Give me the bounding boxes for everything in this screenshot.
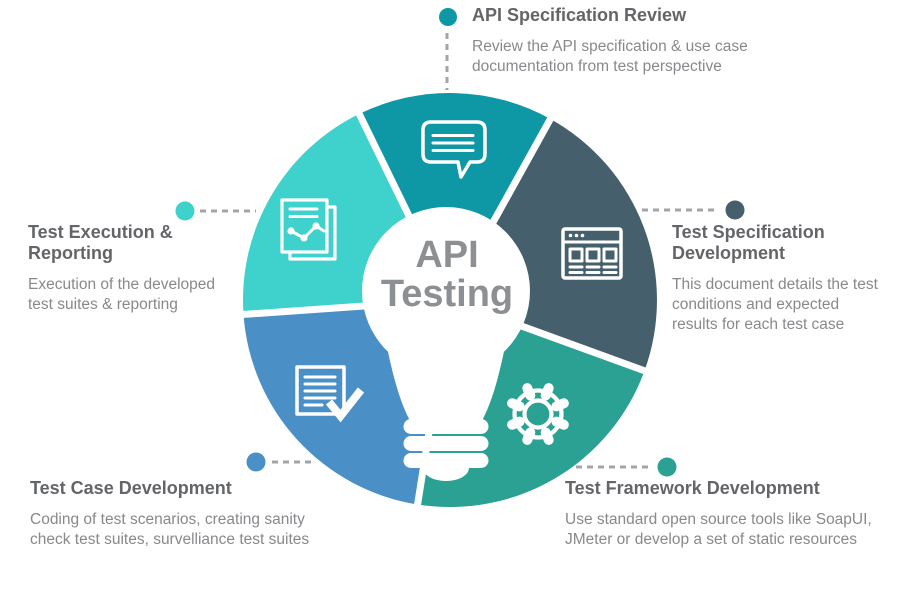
lightbulb: API Testing [362, 207, 530, 481]
callout-description: Review the API specification & use case … [472, 38, 748, 75]
callout-api-specification-review: API Specification Review Review the API … [472, 5, 802, 77]
callout-test-case-development: Test Case Development Coding of test sce… [30, 478, 360, 550]
callout-description: Use standard open source tools like Soap… [565, 511, 872, 548]
callout-title: Test Execution & Reporting [28, 222, 173, 263]
callout-test-execution-reporting: Test Execution & Reporting Execution of … [28, 222, 248, 315]
dot-test-framework-development [657, 457, 677, 477]
callout-description: This document details the test condition… [672, 276, 878, 333]
callout-title: API Specification Review [472, 5, 687, 25]
dot-api-specification-review [439, 8, 457, 26]
callout-title: Test Case Development [30, 478, 232, 498]
dot-test-specification-development [725, 200, 745, 220]
callout-description: Coding of test scenarios, creating sanit… [30, 511, 310, 548]
gear-icon [507, 383, 569, 445]
chat-bubble-icon [421, 120, 487, 179]
bulb-title-line1: API [415, 234, 478, 276]
dot-test-case-development [246, 452, 266, 472]
connectors [175, 8, 745, 477]
report-pages-icon [280, 198, 337, 261]
callout-title: Test Specification Development [672, 222, 825, 263]
callout-test-specification-development: Test Specification Development This docu… [672, 222, 900, 335]
browser-window-icon [561, 227, 623, 280]
document-check-icon [295, 365, 365, 423]
callout-description: Execution of the developed test suites &… [28, 276, 215, 313]
dot-test-execution-reporting [175, 201, 195, 221]
callout-title: Test Framework Development [565, 478, 820, 498]
segment-api-specification-review [359, 92, 551, 300]
callout-test-framework-development: Test Framework Development Use standard … [565, 478, 900, 550]
bulb-title-line2: Testing [381, 273, 513, 315]
